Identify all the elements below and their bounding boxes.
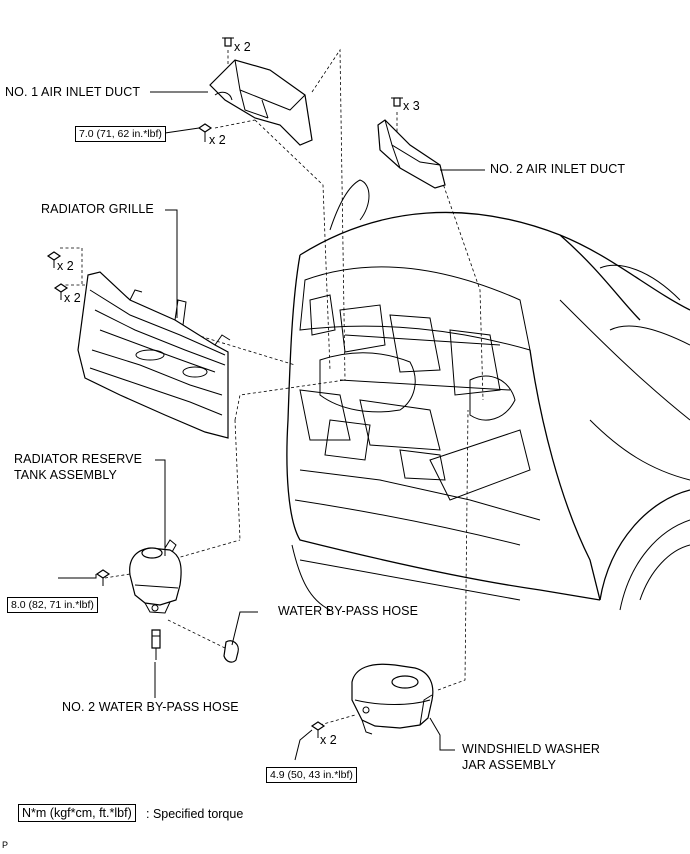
qty-duct1-clip: x 2 [234, 40, 251, 54]
footer-note: P [2, 840, 9, 850]
no1-air-inlet-duct-part [209, 37, 313, 146]
label-no2-water-bypass-hose: NO. 2 WATER BY-PASS HOSE [62, 700, 239, 714]
label-radiator-grille: RADIATOR GRILLE [41, 202, 154, 216]
torque-reserve-tank: 8.0 (82, 71 in.*lbf) [7, 597, 98, 613]
vehicle-front-body [286, 179, 690, 611]
no2-air-inlet-duct-part [377, 97, 446, 189]
no2-water-bypass-hose-part [151, 629, 161, 660]
water-bypass-hose-part [223, 640, 239, 663]
grille-clip-a [46, 251, 62, 268]
assembly-lines [60, 48, 484, 726]
label-washer-jar-line1: WINDSHIELD WASHER [462, 742, 601, 756]
windshield-washer-jar-part [351, 663, 434, 735]
label-no2-air-inlet-duct: NO. 2 AIR INLET DUCT [490, 162, 626, 176]
qty-washer-bolt: x 2 [320, 733, 337, 747]
duct1-bolt [197, 123, 213, 142]
label-washer-jar-line2: JAR ASSEMBLY [462, 758, 557, 772]
radiator-reserve-tank-part [129, 539, 182, 614]
torque-duct1: 7.0 (71, 62 in.*lbf) [75, 126, 166, 142]
label-no1-air-inlet-duct: NO. 1 AIR INLET DUCT [5, 85, 141, 99]
legend-torque-unit-box: N*m (kgf*cm, ft.*lbf) [18, 804, 136, 822]
label-radiator-reserve-tank-line2: TANK ASSEMBLY [14, 468, 117, 482]
washer-jar-bolt [310, 721, 326, 738]
legend-torque-text: : Specified torque [146, 807, 244, 821]
label-radiator-reserve-tank-line1: RADIATOR RESERVE [14, 452, 143, 466]
qty-duct1-bolt: x 2 [209, 133, 226, 147]
label-water-bypass-hose: WATER BY-PASS HOSE [278, 604, 419, 618]
radiator-grille-part [77, 271, 231, 439]
qty-grille-clip-b: x 2 [64, 291, 81, 305]
qty-duct2-clip: x 3 [403, 99, 420, 113]
qty-grille-clip-a: x 2 [57, 259, 74, 273]
reserve-tank-bolt [95, 569, 111, 586]
torque-washer-jar: 4.9 (50, 43 in.*lbf) [266, 767, 357, 783]
leader-lines [58, 91, 485, 761]
grille-clip-b [53, 283, 69, 300]
